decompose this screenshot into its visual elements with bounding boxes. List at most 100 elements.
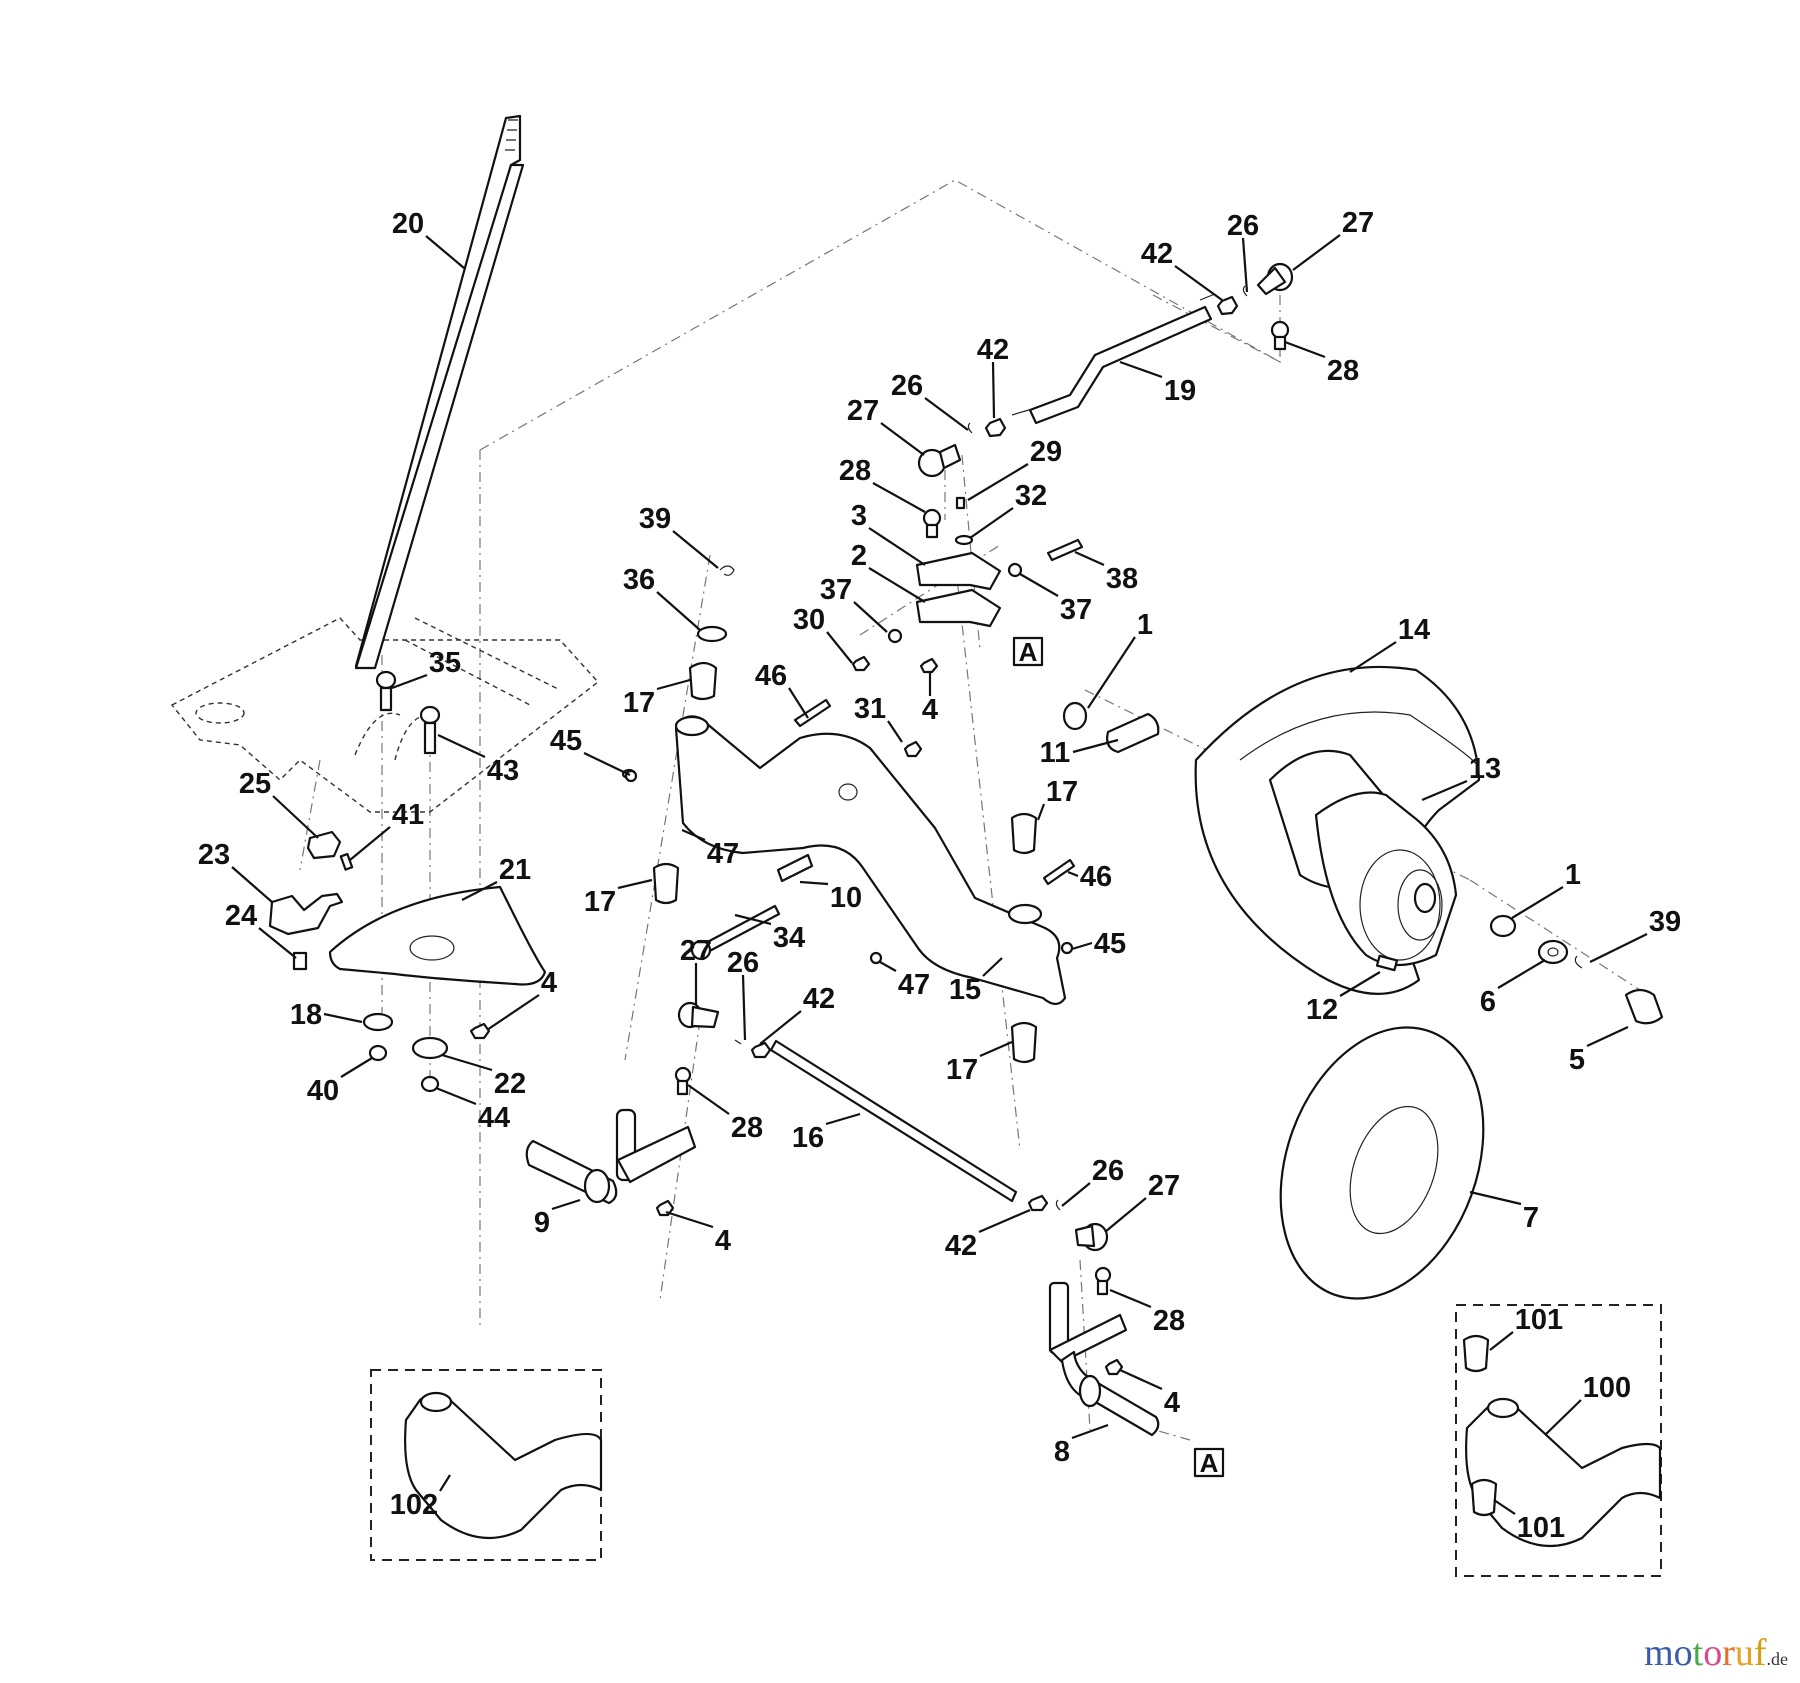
steering-arm-hardware xyxy=(851,417,1084,674)
callout-label-nut: 4 xyxy=(1164,1387,1180,1419)
reference-marker-a-bottom: A xyxy=(1193,1447,1225,1478)
callout-label-nut: 31 xyxy=(854,693,886,725)
leader-line-washer xyxy=(1019,573,1059,597)
leader-line-bolt xyxy=(1074,550,1105,567)
callout-label-pin: 41 xyxy=(392,799,424,831)
leader-line-washer xyxy=(656,591,701,631)
leader-line-nut xyxy=(879,961,897,972)
callout-label-nut: 44 xyxy=(478,1102,510,1134)
leader-line-rim xyxy=(1421,779,1468,802)
watermark-letter: o xyxy=(1673,1632,1693,1674)
leader-line-drag-link xyxy=(1119,360,1163,379)
callout-label-steering-arm-lower: 2 xyxy=(851,540,867,572)
callout-label-ball-stud: 28 xyxy=(731,1112,763,1144)
callout-label-bolt: 34 xyxy=(773,922,805,954)
callout-label-bolt: 46 xyxy=(755,660,787,692)
callout-label-nut: 47 xyxy=(707,838,739,870)
axle-pivot-hardware xyxy=(375,565,923,780)
leader-line-nut xyxy=(978,1208,1031,1234)
leader-line-bushing xyxy=(1036,803,1046,821)
callout-label-nut: 42 xyxy=(977,334,1009,366)
callout-label-screw: 29 xyxy=(1030,436,1062,468)
reference-marker-label: A xyxy=(1019,637,1038,667)
leader-line-clip xyxy=(741,974,747,1041)
leader-line-bolt xyxy=(734,913,772,926)
callout-label-bearing: 1 xyxy=(1565,859,1581,891)
callout-label-nut: 4 xyxy=(715,1225,731,1257)
leader-line-steering-shaft xyxy=(425,235,465,269)
leader-line-clip xyxy=(1241,237,1249,293)
leader-line-clip xyxy=(924,397,969,431)
callout-label-bushing-kit: 101 xyxy=(1517,1512,1565,1544)
inset-box-102 xyxy=(370,1369,603,1561)
callout-label-bearing: 1 xyxy=(1137,609,1153,641)
reference-marker-label: A xyxy=(1200,1448,1219,1478)
leader-line-ball-joint xyxy=(1292,234,1341,271)
leader-line-washer xyxy=(853,601,888,633)
callout-label-bolt: 43 xyxy=(487,755,519,787)
callout-label-retaining-ring: 39 xyxy=(639,503,671,535)
callout-label-nut: 42 xyxy=(1141,238,1173,270)
callout-label-bushing: 17 xyxy=(623,687,655,719)
leader-line-nut xyxy=(1119,1368,1163,1391)
callout-label-axle-alt: 102 xyxy=(390,1489,438,1521)
callout-label-ball-stud: 28 xyxy=(1327,355,1359,387)
callout-label-bracket: 23 xyxy=(198,839,230,871)
callout-label-tube: 7 xyxy=(1523,1202,1539,1234)
callout-label-drag-link: 19 xyxy=(1164,375,1196,407)
leader-line-screw xyxy=(967,463,1029,501)
callout-label-washer: 18 xyxy=(290,999,322,1031)
callout-label-nut: 40 xyxy=(307,1075,339,1107)
leader-line-bolt xyxy=(1067,870,1079,878)
leader-line-bushing xyxy=(979,1040,1013,1058)
callout-label-nut: 30 xyxy=(793,604,825,636)
leader-line-hub-cap xyxy=(1586,1026,1629,1047)
leader-line-steering-arm-upper xyxy=(868,527,926,566)
leader-line-washer xyxy=(323,1012,363,1024)
callout-label-nut: 42 xyxy=(945,1230,977,1262)
callout-label-clip: 26 xyxy=(1227,210,1259,242)
spindle-right xyxy=(1048,1281,1160,1437)
leader-line-tie-rod xyxy=(825,1112,861,1126)
callout-label-pinion: 25 xyxy=(239,768,271,800)
callout-label-washer: 37 xyxy=(820,574,852,606)
leader-line-grease-fitting xyxy=(583,752,631,776)
callout-label-bushing: 17 xyxy=(946,1054,978,1086)
leader-line-nut xyxy=(991,361,996,419)
leader-line-nut xyxy=(486,994,540,1031)
callout-label-nut: 4 xyxy=(541,967,557,999)
callout-label-bolt: 46 xyxy=(1080,861,1112,893)
callout-label-tie-rod: 16 xyxy=(792,1122,824,1154)
leader-line-pin xyxy=(349,826,391,861)
callout-label-ball-stud: 28 xyxy=(839,455,871,487)
callout-label-tire: 14 xyxy=(1398,614,1430,646)
reference-marker-a-top: A xyxy=(1012,636,1044,667)
leader-line-front-axle xyxy=(982,957,1003,977)
callout-label-bolt: 38 xyxy=(1106,563,1138,595)
sector-gear-assembly xyxy=(268,830,547,1093)
leader-line-nut xyxy=(681,828,706,842)
callout-label-nut: 42 xyxy=(803,983,835,1015)
callout-label-ball-joint: 27 xyxy=(847,395,879,427)
leader-line-grease-fitting xyxy=(1071,941,1093,951)
leader-line-bolt xyxy=(437,734,486,758)
callout-label-washer: 36 xyxy=(623,564,655,596)
leader-line-screw xyxy=(258,927,297,959)
callout-label-spacer: 10 xyxy=(830,882,862,914)
leader-line-bolt xyxy=(391,673,428,690)
callout-label-grease-fitting: 45 xyxy=(550,725,582,757)
leader-line-nut xyxy=(759,1010,802,1045)
wheel-assembly xyxy=(1062,665,1664,1025)
leader-line-spindle-left xyxy=(551,1198,581,1211)
callout-label-sector-gear: 21 xyxy=(499,854,531,886)
callout-label-washer: 22 xyxy=(494,1068,526,1100)
watermark-letter: o xyxy=(1703,1632,1723,1674)
drag-link xyxy=(1011,293,1216,425)
leader-line-clip xyxy=(1061,1182,1091,1207)
leader-line-ball-stud xyxy=(872,482,926,513)
frame-plate xyxy=(170,617,600,813)
leader-line-nut xyxy=(1174,265,1223,301)
leader-line-nut xyxy=(435,1086,477,1106)
